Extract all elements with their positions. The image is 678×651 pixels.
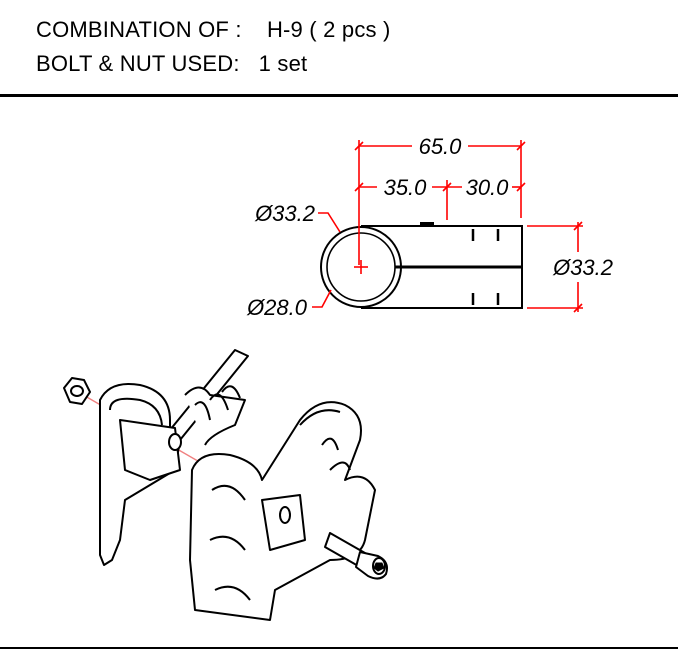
right-clamp <box>189 401 376 621</box>
dim-segment-a: 35.0 <box>384 175 428 200</box>
dimension-lines <box>312 140 583 313</box>
left-clamp <box>99 349 249 566</box>
bolt-icon <box>324 532 388 580</box>
dim-overall-length: 65.0 <box>419 134 463 159</box>
bolt-value: 1 set <box>258 51 308 76</box>
isometric-assembly <box>63 349 388 621</box>
dim-segment-b: 30.0 <box>466 175 510 200</box>
dim-height-diameter: Ø33.2 <box>552 255 613 280</box>
combination-label: COMBINATION OF : <box>36 17 242 42</box>
header-divider <box>0 94 678 97</box>
dim-outer-diameter: Ø33.2 <box>254 201 315 226</box>
combination-line: COMBINATION OF : H-9 ( 2 pcs ) <box>36 17 391 43</box>
dim-inner-diameter: Ø28.0 <box>246 295 308 320</box>
bolt-nut-line: BOLT & NUT USED: 1 set <box>36 51 307 77</box>
footer-divider <box>0 647 678 649</box>
side-view <box>320 222 523 309</box>
nut-icon <box>63 377 91 405</box>
bolt-label: BOLT & NUT USED: <box>36 51 240 76</box>
combination-value: H-9 ( 2 pcs ) <box>266 17 391 42</box>
